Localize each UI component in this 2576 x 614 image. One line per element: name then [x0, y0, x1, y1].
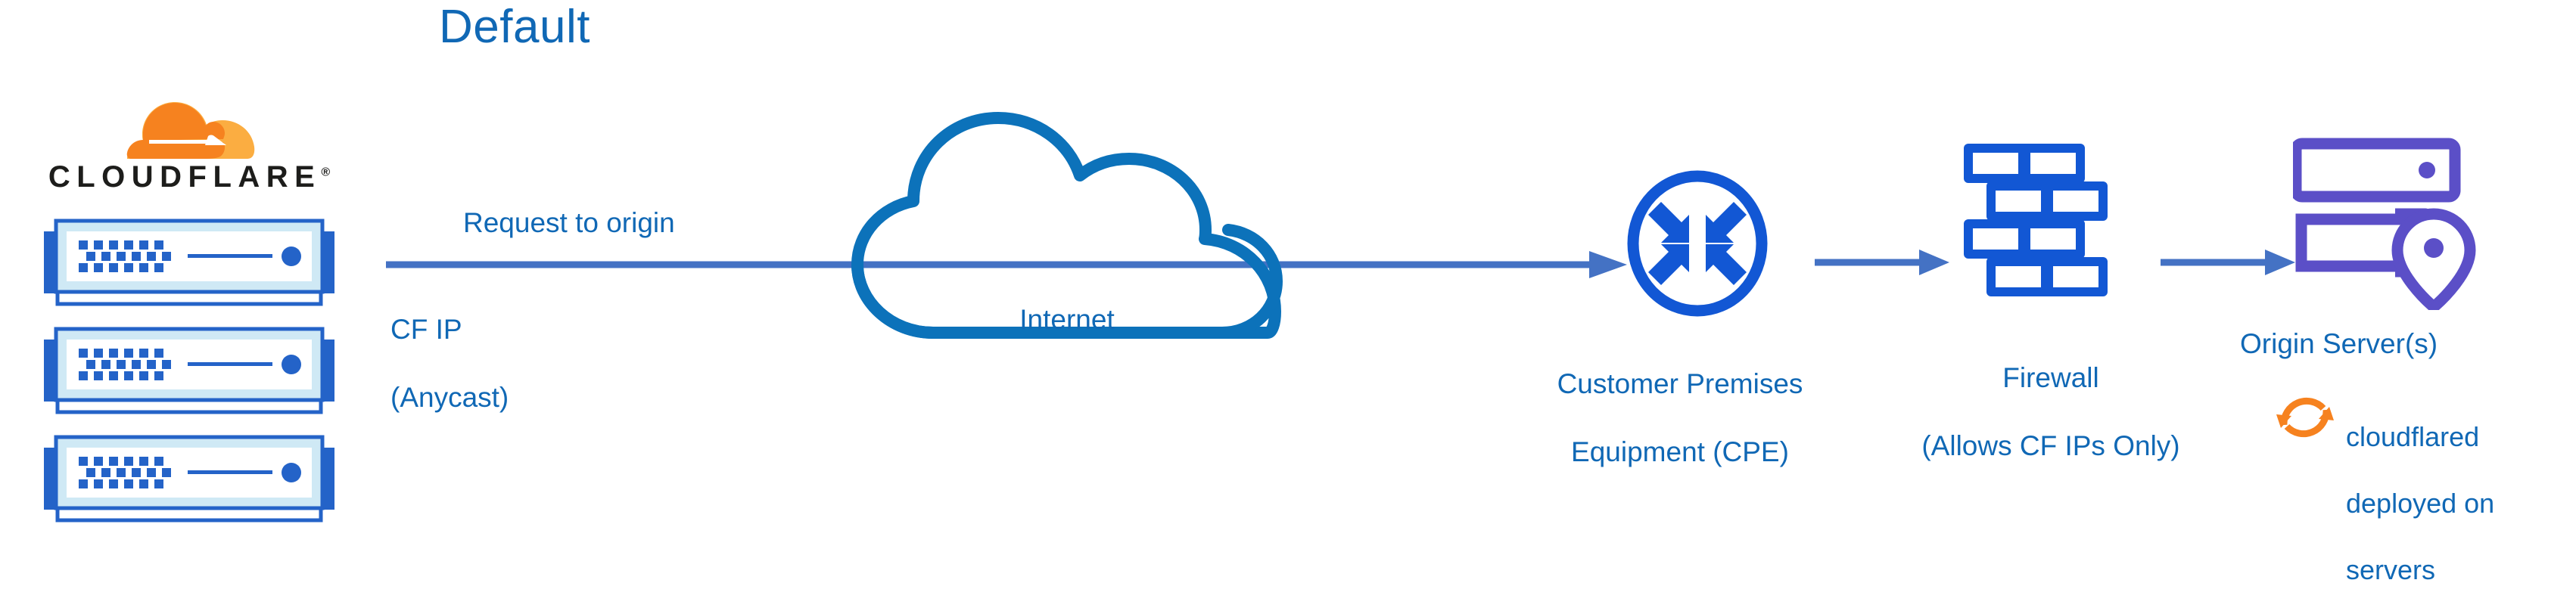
arrow-right-icon	[1815, 250, 1949, 275]
router-arrows-circle-icon	[1627, 170, 1768, 317]
firewall-label-line1: Firewall	[2002, 362, 2099, 394]
cloudflare-logo: CLOUDFLARE®	[30, 98, 348, 204]
server-rack-location-pin-icon	[2293, 138, 2476, 310]
cloudflared-note-line1: cloudflared	[2346, 420, 2480, 452]
cpe-label-line2: Equipment (CPE)	[1571, 436, 1789, 468]
internet-label: Internet	[1019, 304, 1115, 335]
cf-ip-label-line2: (Anycast)	[390, 382, 509, 414]
sync-arrows-icon	[2276, 397, 2334, 438]
firewall-label-line2: (Allows CF IPs Only)	[1921, 430, 2180, 462]
cpe-label: Customer Premises Equipment (CPE)	[1498, 333, 1862, 504]
page-title: Default	[439, 1, 590, 53]
network-switch-icon	[44, 327, 334, 414]
cpe-label-line1: Customer Premises	[1557, 368, 1803, 400]
cloudflared-note-line3: servers	[2346, 554, 2436, 585]
arrow-right-icon	[2161, 250, 2295, 275]
cloudflared-note: cloudflared deployed on servers	[2346, 387, 2565, 614]
origin-server-label: Origin Server(s)	[2240, 328, 2438, 359]
registered-trademark-mark: ®	[321, 166, 331, 179]
brick-wall-icon	[1964, 144, 2108, 296]
cloudflare-wordmark: CLOUDFLARE®	[30, 160, 348, 194]
arrow-right-icon	[386, 251, 1627, 278]
network-switch-icon	[44, 435, 334, 523]
cloudflared-note-line2: deployed on	[2346, 487, 2495, 519]
firewall-label: Firewall (Allows CF IPs Only)	[1877, 327, 2225, 498]
cf-ip-label-line1: CF IP	[390, 314, 462, 346]
cloudflare-wordmark-text: CLOUDFLARE	[48, 160, 322, 194]
cloudflare-cloud-logo-icon	[126, 102, 255, 159]
cloud-outline-icon	[851, 112, 1283, 339]
flow-label-request-to-origin: Request to origin	[463, 207, 675, 238]
network-switch-icon	[44, 219, 334, 306]
cf-ip-label: CF IP (Anycast)	[390, 278, 509, 449]
